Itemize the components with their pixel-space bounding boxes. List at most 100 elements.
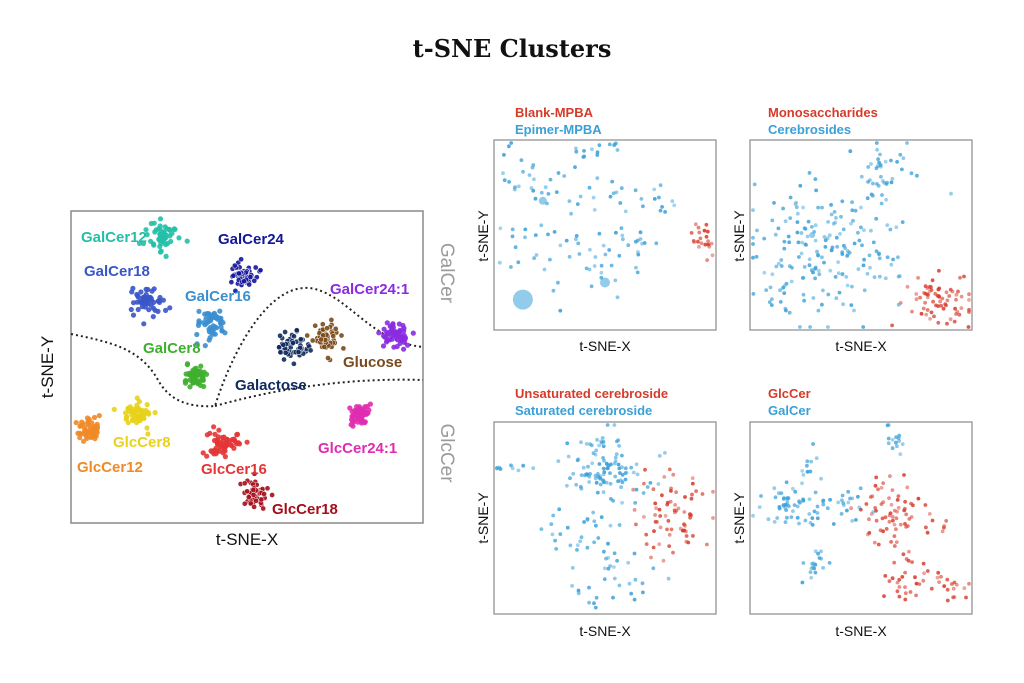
panel-point — [617, 583, 622, 588]
panel-point — [711, 516, 715, 520]
panel-point — [584, 266, 589, 271]
panel-point — [924, 525, 928, 530]
panel-point — [609, 462, 613, 467]
panel-point — [896, 255, 900, 260]
panel-point — [704, 222, 709, 227]
cluster-point-glccer16 — [244, 439, 250, 445]
panel-point — [582, 149, 586, 153]
panel-point — [903, 570, 907, 575]
panel-point — [850, 284, 854, 289]
panel-point — [671, 472, 676, 477]
panel-point — [795, 515, 800, 520]
panel-point — [840, 493, 845, 498]
cluster-point-galcer16 — [212, 324, 218, 330]
panel-point — [710, 253, 715, 258]
panel-point — [813, 238, 818, 243]
panel-point — [773, 495, 778, 500]
cluster-point-glucose — [332, 325, 339, 332]
panel-point — [802, 265, 807, 269]
panel-point — [785, 515, 789, 520]
region-divider-lower — [214, 378, 424, 407]
cluster-point-glccer16 — [212, 431, 218, 437]
panel-point — [834, 235, 839, 240]
panel-point — [870, 494, 875, 499]
cluster-point-galcer24-1 — [410, 330, 416, 336]
panel-point — [842, 243, 846, 248]
panel-point — [903, 591, 908, 596]
cluster-point-galcer16 — [218, 324, 224, 330]
panel-point — [599, 440, 604, 445]
cluster-point-galcer18 — [128, 306, 134, 313]
cluster-point-galcer24-1 — [396, 329, 402, 335]
panel-point — [948, 317, 953, 322]
panel-point — [711, 489, 715, 494]
cluster-point-galcer12 — [171, 226, 177, 232]
panel-point — [597, 143, 602, 148]
panel-point — [921, 561, 926, 566]
cluster-point-glccer24-1 — [353, 416, 359, 422]
panel-point — [815, 504, 820, 509]
panel-point — [954, 292, 959, 297]
cluster-point-glccer16 — [211, 424, 217, 430]
panel-point — [795, 504, 800, 509]
panel-point — [897, 585, 902, 589]
cluster-point-galcer8 — [200, 375, 206, 381]
panel-point — [666, 576, 671, 581]
panel-point — [795, 211, 800, 216]
panel-point — [703, 242, 708, 247]
cluster-point-glccer8 — [136, 417, 142, 424]
cluster-point-glccer18 — [261, 491, 267, 497]
panel-point — [601, 490, 606, 495]
panel-point — [539, 190, 544, 195]
panel-unsaturated-vs-saturated: Unsaturated cerebroside Saturated cerebr… — [475, 386, 717, 639]
panel-point — [554, 547, 559, 551]
panel-point — [886, 441, 891, 446]
panel-point — [861, 325, 866, 329]
cluster-point-galcer16 — [207, 312, 213, 318]
panel-point — [854, 518, 858, 522]
cluster-point-glccer8 — [134, 402, 140, 408]
panel-point — [534, 253, 539, 257]
panel-point — [864, 502, 869, 506]
panel-point — [967, 292, 971, 297]
panel-point — [682, 510, 687, 514]
panel-point — [612, 576, 617, 581]
panel-point — [632, 551, 637, 556]
panel-point — [939, 574, 943, 579]
panel-point — [805, 470, 810, 474]
panel-point — [856, 230, 860, 235]
panel-points — [751, 423, 971, 603]
panel-point — [919, 311, 924, 316]
panel-point — [895, 498, 900, 502]
panel-point — [884, 197, 888, 202]
panel-point — [940, 296, 945, 301]
panel-point — [898, 152, 903, 157]
panel-point — [653, 501, 658, 506]
panel-point — [784, 480, 789, 485]
panel-point — [866, 165, 871, 169]
cluster-point-glccer12 — [77, 435, 83, 441]
panel-point — [616, 462, 621, 467]
cluster-point-galactose — [280, 341, 287, 348]
cluster-point-glccer12 — [90, 428, 96, 434]
cluster-point-glccer16 — [234, 431, 241, 437]
legend-series-1: Unsaturated cerebroside — [515, 386, 668, 401]
panel-point — [566, 454, 571, 459]
panel-point — [820, 255, 824, 260]
panel-point — [914, 593, 918, 598]
cluster-point-glccer12 — [91, 433, 98, 439]
cluster-point-galcer18 — [152, 307, 158, 313]
panel-point — [652, 529, 656, 533]
panel-point — [816, 551, 820, 556]
panel-point — [614, 452, 619, 456]
cluster-point-galcer24 — [236, 270, 242, 277]
panel-point — [602, 458, 606, 463]
panel-point — [887, 513, 892, 518]
panel-point — [690, 481, 695, 486]
panel-point — [557, 507, 562, 512]
panel-point — [877, 160, 881, 165]
panel-point — [925, 569, 930, 573]
panel-point — [907, 517, 912, 521]
cluster-point-glccer16 — [211, 447, 218, 453]
